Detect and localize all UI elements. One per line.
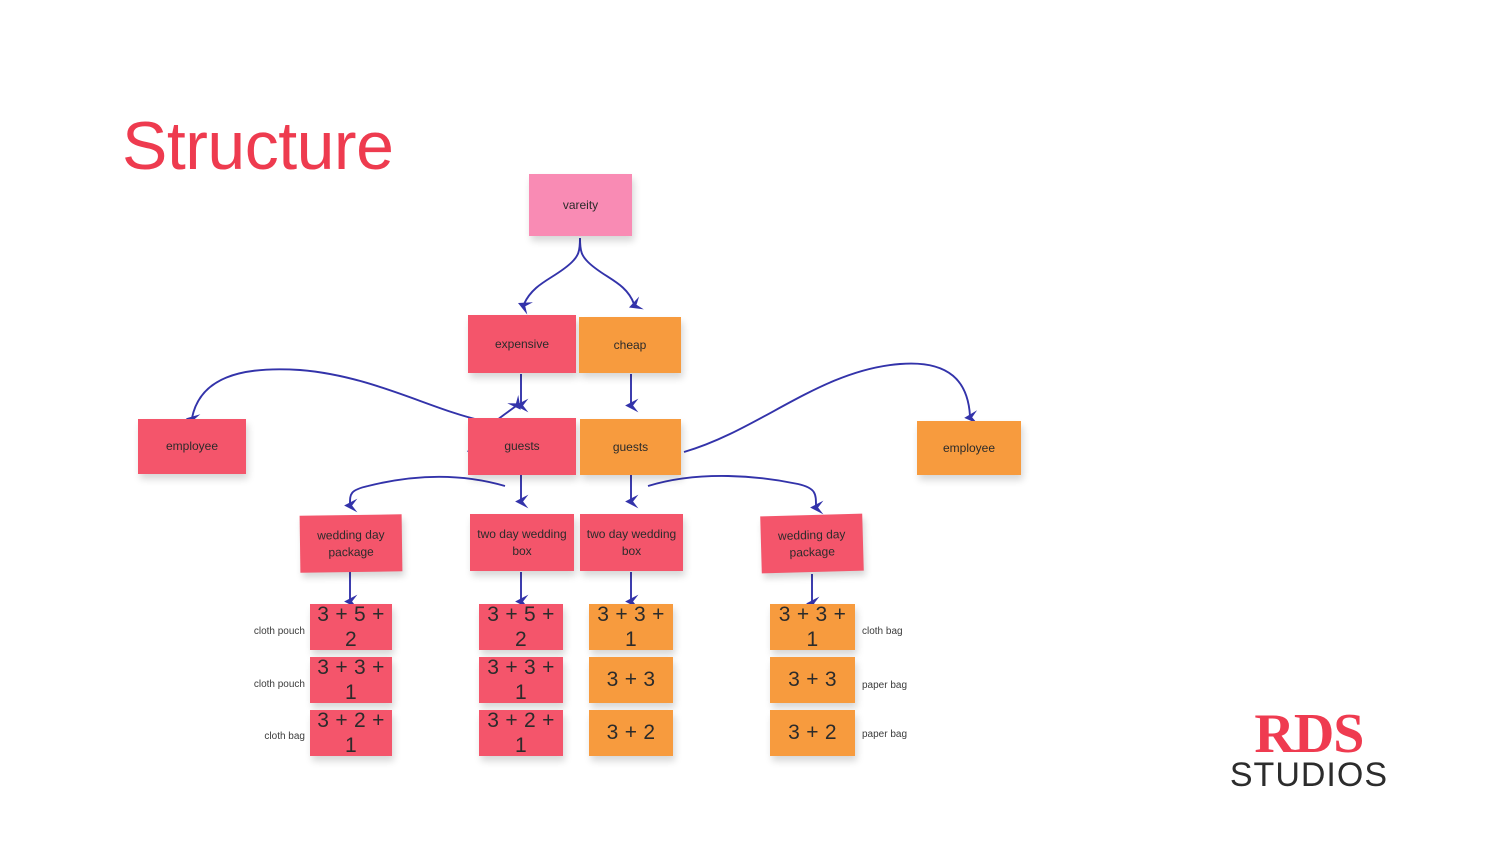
value-text: 3 + 3 + 1	[597, 602, 665, 651]
value-text: 3 + 2	[788, 721, 837, 745]
node-cheap[interactable]: cheap	[579, 317, 681, 373]
node-label: employee	[165, 439, 219, 454]
node-label: wedding day package	[772, 526, 852, 561]
node-label-line2: package	[789, 543, 836, 560]
node-label: expensive	[494, 336, 550, 351]
node-label: wedding day package	[311, 527, 391, 560]
logo-primary-text: RDS	[1254, 703, 1364, 765]
value-text: 3 + 3	[788, 668, 837, 692]
value-text: 3 + 3	[606, 668, 656, 692]
node-label: guests	[504, 439, 540, 454]
value-text: 3 + 3 + 1	[317, 655, 385, 704]
node-label-line1: wedding day	[317, 527, 385, 543]
node-employee-left[interactable]: employee	[138, 419, 246, 474]
node-label-line1: two day wedding	[477, 527, 567, 542]
node-label: two day wedding box	[581, 526, 682, 558]
value-text: 3 + 5 + 2	[317, 602, 385, 651]
value-note-col3-row1[interactable]: 3 + 3 + 1	[589, 602, 673, 651]
value-note-col2-row3[interactable]: 3 + 2 + 1	[479, 708, 563, 757]
node-label-line2: package	[328, 544, 374, 559]
node-expensive[interactable]: expensive	[468, 315, 576, 373]
node-package-4[interactable]: wedding day package	[760, 513, 864, 574]
value-text: 3 + 2	[606, 721, 656, 745]
value-note-col1-row2[interactable]: 3 + 3 + 1	[310, 655, 392, 704]
logo-secondary-text: STUDIOS	[1229, 756, 1388, 794]
value-note-col2-row1[interactable]: 3 + 5 + 2	[479, 602, 563, 651]
node-label-line1: two day wedding	[586, 527, 677, 542]
brand-logo: RDS STUDIOS	[1230, 706, 1388, 792]
value-note-col2-row2[interactable]: 3 + 3 + 1	[479, 655, 563, 704]
value-note-col1-row1[interactable]: 3 + 5 + 2	[310, 602, 392, 651]
node-guests-cheap[interactable]: guests	[580, 419, 681, 475]
node-package-1[interactable]: wedding day package	[299, 514, 403, 573]
value-text: 3 + 2 + 1	[317, 708, 385, 757]
node-employee-right[interactable]: employee	[917, 421, 1021, 475]
node-label-line1: wedding day	[777, 527, 846, 544]
caption-col1-row3: cloth bag	[264, 731, 305, 742]
node-label: employee	[942, 440, 996, 455]
value-note-col1-row3[interactable]: 3 + 2 + 1	[310, 708, 392, 757]
node-package-2[interactable]: two day wedding box	[470, 514, 574, 571]
value-note-col4-row2[interactable]: 3 + 3	[770, 657, 855, 703]
value-text: 3 + 5 + 2	[487, 602, 555, 651]
node-vareity[interactable]: vareity	[529, 174, 632, 236]
value-text: 3 + 3 + 1	[487, 655, 555, 704]
node-label: two day wedding box	[471, 526, 572, 558]
node-label: guests	[612, 439, 649, 454]
caption-col1-row2: cloth pouch	[253, 679, 305, 690]
value-note-col3-row2[interactable]: 3 + 3	[589, 657, 673, 703]
value-text: 3 + 2 + 1	[487, 708, 555, 757]
value-text: 3 + 3 + 1	[778, 602, 847, 651]
value-note-col4-row1[interactable]: 3 + 3 + 1	[770, 602, 855, 651]
caption-col4-row2: paper bag	[862, 680, 908, 691]
node-guests-expensive[interactable]: guests	[468, 418, 576, 475]
node-label-line2: box	[512, 543, 532, 558]
caption-col1-row1: cloth pouch	[253, 626, 305, 637]
node-package-3[interactable]: two day wedding box	[580, 514, 683, 571]
value-note-col4-row3[interactable]: 3 + 2	[770, 710, 855, 756]
node-label-line2: box	[621, 543, 642, 558]
caption-col4-row3: paper bag	[862, 729, 908, 740]
node-label: vareity	[562, 197, 599, 212]
node-label: cheap	[613, 337, 647, 352]
caption-col4-row1: cloth bag	[862, 626, 903, 637]
value-note-col3-row3[interactable]: 3 + 2	[589, 710, 673, 756]
page-title: Structure	[122, 108, 394, 184]
